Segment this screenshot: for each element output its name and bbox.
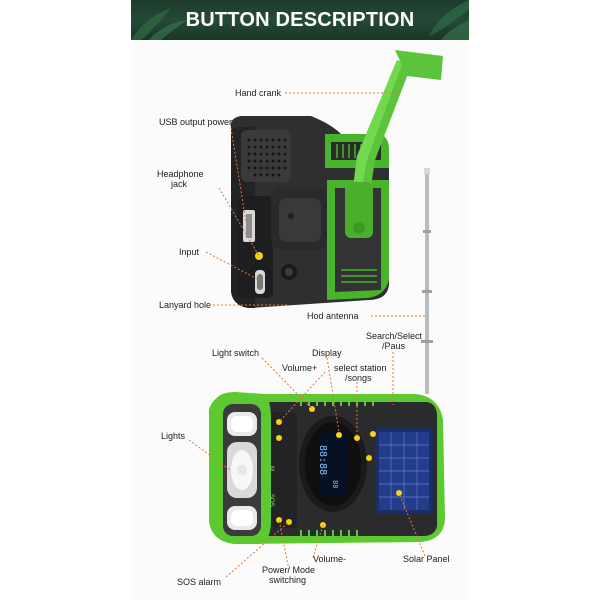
label-display: Display bbox=[312, 348, 342, 358]
label-headphone-1: Headphone bbox=[157, 169, 204, 179]
headphone-jack-icon bbox=[255, 252, 263, 260]
radio-illustration bbox=[188, 50, 445, 578]
label-search-1: Search/Select bbox=[366, 331, 423, 341]
leader-lines bbox=[188, 92, 427, 578]
lcd-digits: 88:88 bbox=[317, 445, 328, 476]
label-headphone-2: jack bbox=[171, 179, 188, 189]
label-solar-panel: Solar Panel bbox=[403, 554, 450, 564]
label-volume-plus: Volume+ bbox=[282, 363, 318, 373]
label-power-mode-1: Power/ Mode bbox=[262, 565, 316, 575]
flashlight-icon bbox=[227, 412, 257, 530]
hand-crank-icon bbox=[345, 50, 443, 238]
side-button-m: M bbox=[268, 466, 274, 471]
antenna-icon bbox=[421, 168, 433, 394]
label-input: Input bbox=[179, 247, 200, 257]
page-title: BUTTON DESCRIPTION bbox=[185, 9, 415, 31]
radio-side-body bbox=[230, 116, 389, 308]
label-sos-alarm: SOS alarm bbox=[177, 577, 222, 587]
label-search-2: /Paus bbox=[382, 341, 406, 351]
label-lights: Lights bbox=[161, 431, 186, 441]
label-lanyard-hole: Lanyard hole bbox=[159, 300, 212, 310]
lcd-small-digits: 88 bbox=[331, 480, 339, 489]
label-select-station-2: /songs bbox=[345, 373, 372, 383]
lcd-display bbox=[319, 432, 347, 496]
label-volume-minus: Volume- bbox=[313, 554, 347, 564]
label-light-switch: Light switch bbox=[212, 348, 260, 358]
radio-front-body bbox=[209, 392, 445, 544]
label-antenna: Hod antenna bbox=[307, 311, 359, 321]
leaf-decoration-icon bbox=[131, 0, 469, 40]
label-usb-output: USB output power bbox=[159, 117, 233, 127]
label-power-mode-2: switching bbox=[269, 575, 307, 585]
solar-cell-icon bbox=[375, 428, 433, 514]
label-hand-crank: Hand crank bbox=[235, 88, 282, 98]
label-select-station-1: select station bbox=[334, 363, 387, 373]
diagram-sheet: BUTTON DESCRIPTION bbox=[131, 0, 469, 600]
title-banner: BUTTON DESCRIPTION bbox=[131, 0, 469, 40]
side-button-sos: SOS bbox=[268, 494, 274, 507]
